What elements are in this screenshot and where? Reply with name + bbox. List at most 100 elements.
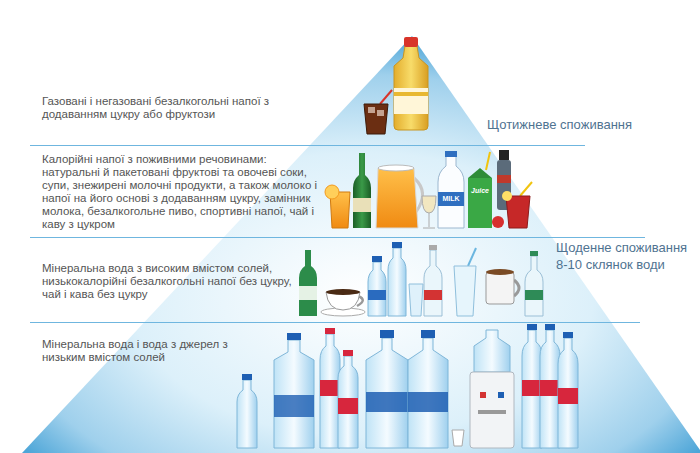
beer-bottle — [353, 153, 371, 228]
water-bottle — [388, 242, 406, 316]
juice-glass — [325, 185, 339, 199]
coffee-cup — [326, 289, 360, 295]
cola-glass — [364, 90, 392, 134]
apple — [492, 216, 504, 228]
water-bottle — [320, 328, 340, 448]
water-cooler — [470, 372, 514, 448]
cola-glass — [364, 104, 388, 134]
tier-band: Мінеральна вода і вода з джерел з низьки… — [42, 338, 270, 364]
water-bottle — [540, 324, 560, 448]
water-bottle — [522, 380, 542, 396]
water-bottle — [540, 330, 560, 448]
wine-glass — [429, 213, 430, 227]
juice-carton — [468, 168, 492, 178]
soda-bottle — [394, 88, 428, 114]
water-jug — [274, 340, 314, 448]
tea-mug — [486, 269, 519, 304]
mineral-bottle — [299, 286, 317, 300]
water-bottle — [338, 350, 358, 448]
bottle-label: MILK — [438, 194, 464, 203]
water-bottle — [237, 380, 257, 448]
water-bottle — [558, 388, 578, 404]
water-bottle — [338, 356, 358, 448]
berry-drink-glass — [506, 196, 530, 228]
wine-glass — [423, 228, 435, 229]
water-jug — [366, 338, 408, 448]
milk-bottle — [438, 156, 464, 228]
juice-glass — [325, 185, 350, 228]
glass-bottle — [530, 251, 538, 256]
water-jug — [408, 392, 448, 412]
water-bottle — [343, 350, 353, 356]
beer-bottle — [353, 153, 371, 228]
wine-glass — [422, 196, 436, 213]
water-bottle — [527, 324, 537, 330]
milk-bottle — [438, 151, 464, 228]
water-bottle — [368, 256, 386, 316]
water-bottle — [325, 328, 335, 334]
tea-mug — [514, 280, 519, 296]
cola-glass — [377, 110, 384, 116]
tier-band: Газовані і негазовані безалкогольні напо… — [42, 95, 287, 121]
water-bottle — [563, 332, 573, 338]
tier-text: Калорійні напої з поживними речовинами: … — [42, 153, 324, 231]
water-jug — [408, 338, 448, 448]
water-cooler — [470, 330, 514, 448]
cola-glass — [368, 107, 375, 113]
water-cooler — [498, 392, 504, 398]
consumption-note: Щоденне споживання 8-10 склянок води — [556, 239, 694, 273]
water-jug — [366, 392, 408, 412]
water-bottle — [368, 262, 386, 316]
tea-mug — [486, 269, 514, 275]
water-cooler — [474, 330, 510, 372]
water-bottle — [320, 334, 340, 448]
tier-text: Мінеральна вода і вода з джерел з низьки… — [42, 338, 270, 364]
tier-divider — [30, 146, 645, 323]
juice-carton — [468, 178, 492, 228]
water-jug — [421, 330, 435, 338]
water-cooler — [480, 392, 486, 398]
tier-divider — [30, 145, 585, 146]
water-bottle — [540, 380, 560, 396]
water-jug — [274, 395, 314, 417]
water-jug — [408, 330, 448, 448]
tier-divider — [30, 237, 645, 238]
water-bottle — [388, 248, 406, 316]
glass-bottle — [424, 290, 442, 300]
glass-bottle — [525, 251, 543, 316]
paper-cup — [452, 430, 464, 446]
carton-label-box: Juice — [468, 186, 492, 195]
glass-bottle — [525, 256, 543, 316]
tea-mug — [486, 272, 514, 304]
glass-bottle — [525, 290, 543, 300]
pyramid-shape — [22, 36, 700, 453]
sports-bottle — [499, 150, 509, 160]
glass-bottle — [424, 250, 442, 316]
water-bottle — [545, 324, 555, 330]
water-glass-straw — [468, 248, 476, 266]
juice-pitcher — [376, 165, 423, 228]
apple — [492, 216, 504, 228]
water-bottle — [320, 380, 340, 396]
juice-carton — [468, 152, 492, 228]
juice-pitcher — [378, 165, 414, 171]
berry-drink-glass — [502, 182, 532, 228]
water-bottle — [237, 374, 257, 448]
water-glass — [409, 284, 423, 316]
coffee-cup — [321, 289, 365, 316]
water-glass-straw — [454, 248, 476, 316]
water-glass-straw — [454, 266, 476, 316]
bottle-label-box: MILK — [438, 194, 464, 203]
consumption-note-box: Щотижневе споживання — [487, 117, 692, 133]
soda-bottle — [404, 37, 418, 47]
water-jug — [380, 330, 394, 338]
sports-bottle — [497, 175, 511, 183]
carton-label: Juice — [468, 186, 492, 195]
water-bottle — [522, 330, 542, 448]
water-bottle — [558, 332, 578, 448]
water-bottle — [558, 338, 578, 448]
water-jug — [274, 333, 314, 448]
water-bottle — [368, 290, 386, 300]
glass-bottle — [429, 245, 437, 250]
